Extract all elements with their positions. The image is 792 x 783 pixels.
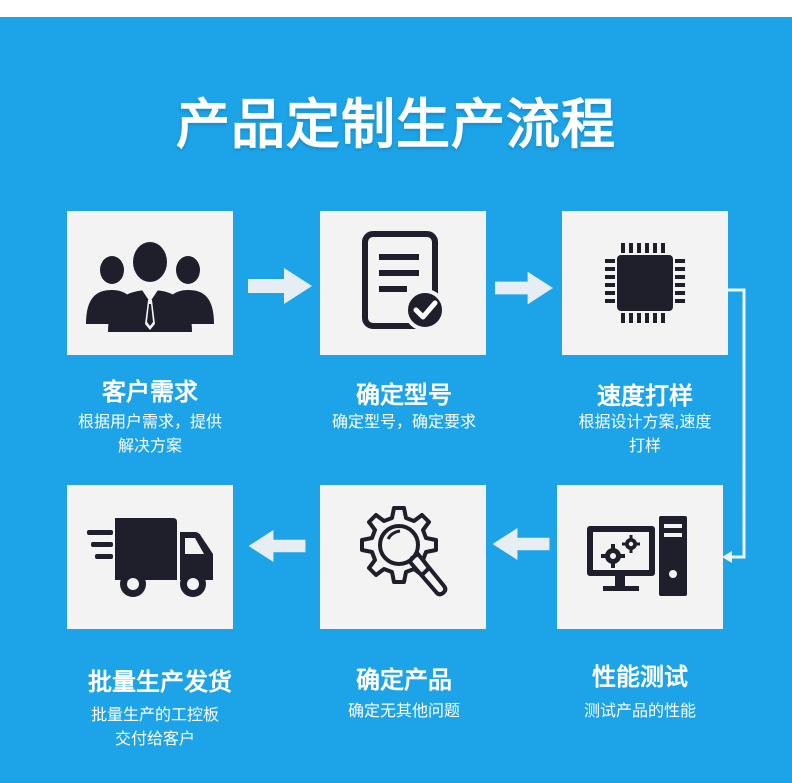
step-title: 速度打样: [597, 382, 693, 410]
arrow-right-icon: [495, 271, 553, 305]
step-description: 确定无其他问题: [309, 699, 499, 723]
step-title: 性能测试: [592, 663, 688, 691]
arrow-left-icon: [492, 528, 550, 560]
step-description-line: 测试产品的性能: [583, 701, 696, 720]
step-card-fast-sampling: [562, 211, 728, 355]
step-card-confirm-model: [320, 211, 486, 355]
step-description-line: 根据用户需求，提供: [77, 412, 222, 431]
step-description: 批量生产的工控板 交付给客户: [60, 703, 250, 751]
step-description-line: 批量生产的工控板: [90, 705, 219, 724]
page-title: 产品定制生产流程: [176, 93, 616, 156]
step-description: 确定型号，确定要求: [309, 410, 499, 434]
gear-search-icon: [360, 506, 448, 597]
arrow-down-connector-icon: [722, 288, 746, 563]
step-title: 确定产品: [356, 666, 452, 694]
step-description-line: 解决方案: [117, 436, 182, 455]
people-icon: [86, 242, 214, 332]
arrow-right-icon: [248, 268, 312, 304]
step-title: 确定型号: [356, 381, 452, 409]
step-description: 根据设计方案,速度 打样: [550, 410, 740, 458]
background-panel: [0, 17, 792, 783]
step-title: 客户需求: [102, 378, 198, 406]
step-description: 根据用户需求，提供 解决方案: [55, 410, 245, 458]
step-description-line: 确定型号，确定要求: [331, 412, 476, 431]
step-card-mass-production: [67, 485, 233, 629]
step-description-line: 确定无其他问题: [347, 701, 460, 720]
computer-test-icon: [587, 516, 687, 596]
arrow-left-icon: [248, 530, 306, 562]
step-description-line: 根据设计方案,速度: [578, 412, 712, 431]
step-card-confirm-product: [320, 485, 486, 629]
step-card-customer-needs: [67, 211, 233, 355]
delivery-truck-icon: [87, 518, 213, 597]
chip-icon: [605, 243, 685, 323]
step-card-performance-test: [557, 485, 723, 629]
document-check-icon: [362, 231, 446, 331]
step-title: 批量生产发货: [88, 668, 232, 696]
step-description: 测试产品的性能: [545, 699, 735, 723]
step-description-line: 打样: [628, 436, 661, 455]
step-description-line: 交付给客户: [114, 729, 195, 748]
